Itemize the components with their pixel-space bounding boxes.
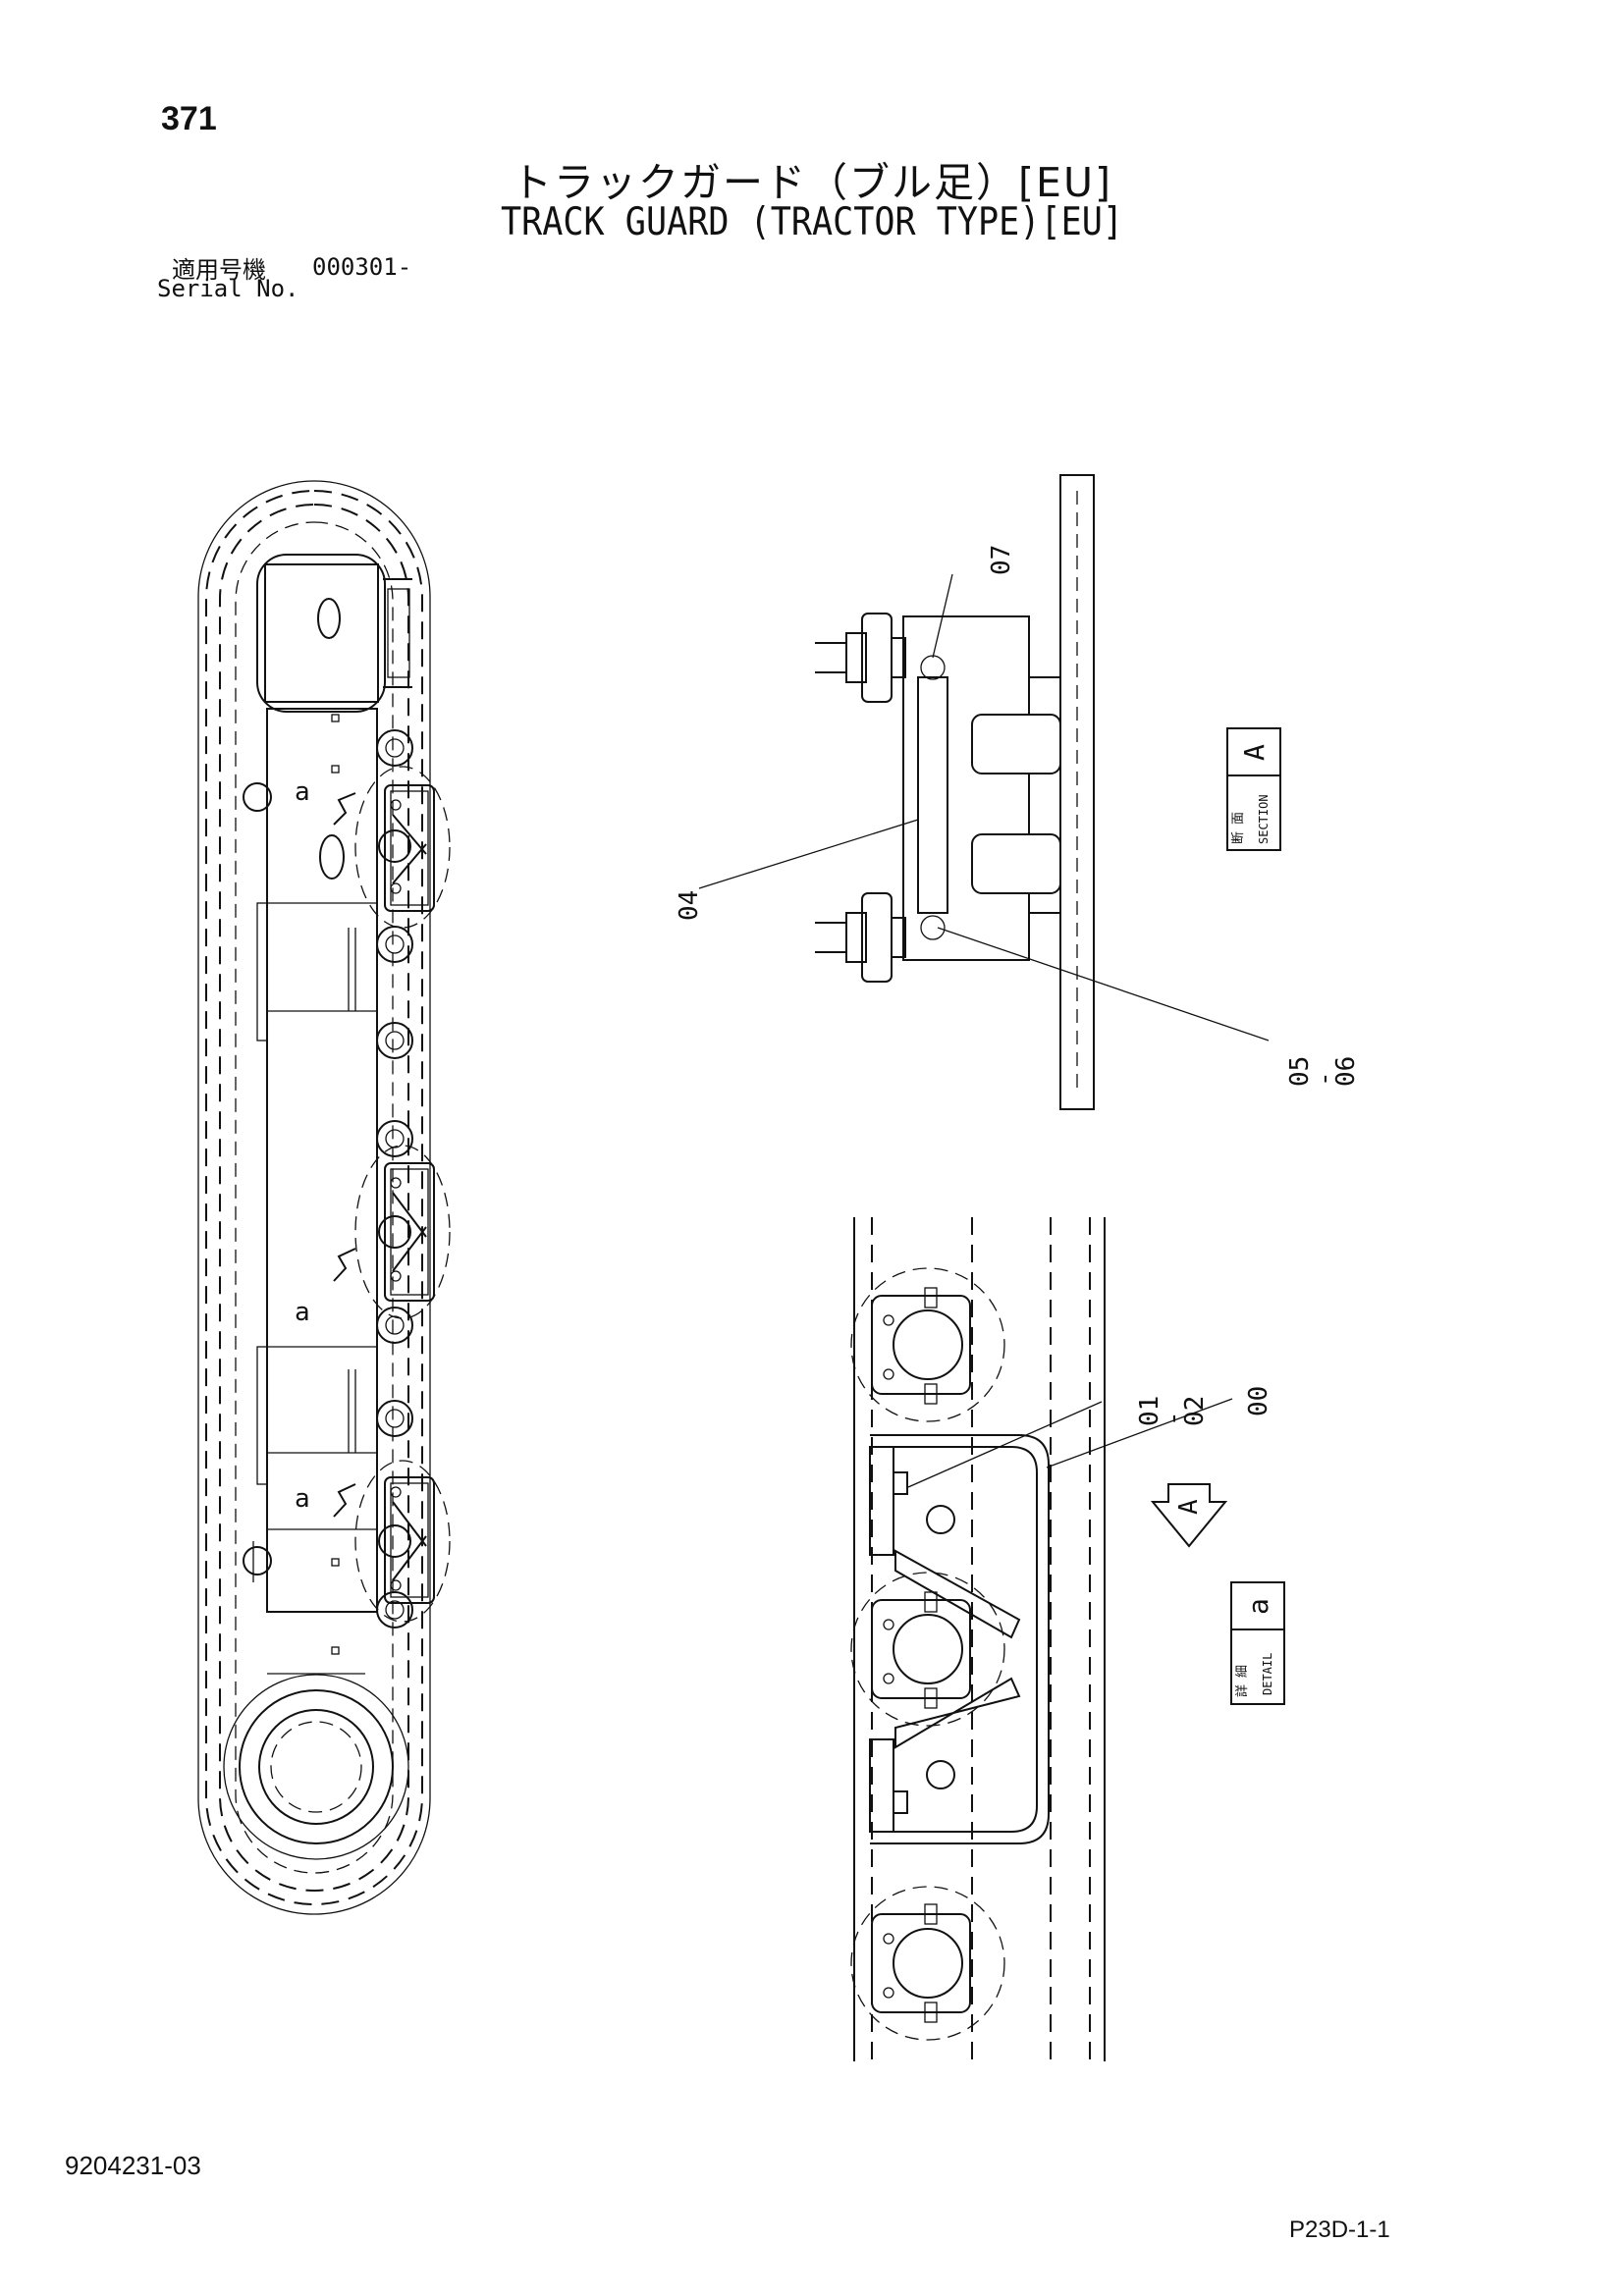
section-a-view: 07 04 05 - 06 bbox=[675, 474, 1361, 1110]
detail-tag-letter: a bbox=[1242, 1598, 1274, 1615]
drive-sprocket bbox=[223, 1673, 409, 1860]
mount-block-lower bbox=[869, 1738, 894, 1833]
detail-circle-front bbox=[354, 766, 451, 929]
guard-plate-04 bbox=[917, 676, 948, 914]
detail-a-view: 01 - 02 00 bbox=[850, 1217, 1273, 2061]
diagonal-brace-lower bbox=[894, 1677, 1021, 1749]
mount-block-upper bbox=[869, 1446, 894, 1556]
section-tag-en: SECTION bbox=[1257, 794, 1271, 844]
callout-dash-05-06: - bbox=[1310, 1071, 1339, 1087]
leader-01-02 bbox=[907, 1401, 1103, 1488]
section-tag-jp-2: 面 bbox=[1231, 812, 1246, 825]
detail-roller-2 bbox=[850, 1572, 1005, 1727]
detail-roller-3 bbox=[850, 1886, 1005, 2041]
view-arrow-a: A bbox=[1150, 1483, 1228, 1548]
detail-marker-a-middle: a bbox=[295, 1298, 310, 1327]
view-arrow-letter: A bbox=[1174, 1499, 1204, 1515]
detail-tag-en: DETAIL bbox=[1261, 1653, 1274, 1695]
section-a-tag: 断 面 SECTION A bbox=[1226, 727, 1281, 851]
guard-frame-00 bbox=[870, 1434, 1050, 1844]
page-number: 371 bbox=[161, 100, 217, 137]
track-outer-line bbox=[197, 480, 431, 1915]
bolt-upper bbox=[815, 613, 946, 703]
serial-label-english: Serial No. bbox=[157, 275, 299, 302]
guard-bracket bbox=[902, 615, 1030, 961]
serial-number-value: 000301- bbox=[312, 253, 412, 281]
detail-a-tag: 詳 細 DETAIL a bbox=[1230, 1581, 1285, 1705]
track-guard-front bbox=[378, 784, 435, 912]
detail-roller-1 bbox=[850, 1267, 1005, 1422]
leader-07 bbox=[932, 573, 953, 659]
track-guard-middle bbox=[378, 1162, 435, 1302]
callout-06: 06 bbox=[1331, 1056, 1361, 1087]
detail-leader-front bbox=[333, 792, 356, 826]
detail-leader-middle bbox=[333, 1248, 356, 1282]
track-shoe-line bbox=[235, 521, 394, 1874]
front-idler bbox=[256, 554, 412, 713]
page-title-japanese: トラックガード（ブル足）[EU] bbox=[512, 159, 1112, 206]
callout-dash-01-02: - bbox=[1159, 1411, 1188, 1426]
section-tag-letter: A bbox=[1238, 744, 1271, 761]
detail-circle-rear bbox=[354, 1460, 451, 1623]
track-chain-inner-outline bbox=[219, 504, 409, 1892]
bolt-lower bbox=[815, 892, 946, 983]
callout-02: 02 bbox=[1180, 1396, 1210, 1426]
detail-tag-jp-1: 詳 bbox=[1234, 1684, 1250, 1697]
track-frame-view: a a a bbox=[197, 480, 451, 1915]
track-shoe-section bbox=[1059, 474, 1095, 1110]
detail-circle-middle bbox=[354, 1145, 451, 1319]
leader-00 bbox=[1046, 1398, 1233, 1468]
track-chain-outline bbox=[205, 490, 423, 1905]
serial-label-japanese: 適用号機 bbox=[172, 256, 266, 284]
leader-05-06 bbox=[937, 927, 1270, 1041]
callout-04: 04 bbox=[675, 890, 704, 921]
leader-04 bbox=[698, 819, 919, 889]
callout-07: 07 bbox=[987, 545, 1016, 575]
detail-leader-rear bbox=[333, 1483, 356, 1518]
document-number: 9204231-03 bbox=[65, 2151, 201, 2180]
diagonal-brace-upper bbox=[894, 1549, 1021, 1639]
detail-marker-a-rear: a bbox=[295, 1484, 310, 1514]
track-rollers bbox=[376, 729, 413, 1629]
page-title-english: TRACK GUARD (TRACTOR TYPE)[EU] bbox=[501, 200, 1123, 244]
track-guard-rear bbox=[378, 1476, 435, 1604]
section-tag-jp-1: 断 bbox=[1231, 831, 1246, 844]
detail-marker-a-front: a bbox=[295, 777, 310, 807]
side-frame bbox=[243, 708, 378, 1655]
callout-05: 05 bbox=[1285, 1056, 1315, 1087]
callout-00: 00 bbox=[1244, 1386, 1273, 1416]
page-code: P23D-1-1 bbox=[1289, 2216, 1390, 2243]
callout-01: 01 bbox=[1135, 1396, 1164, 1426]
detail-tag-jp-2: 細 bbox=[1235, 1665, 1250, 1678]
